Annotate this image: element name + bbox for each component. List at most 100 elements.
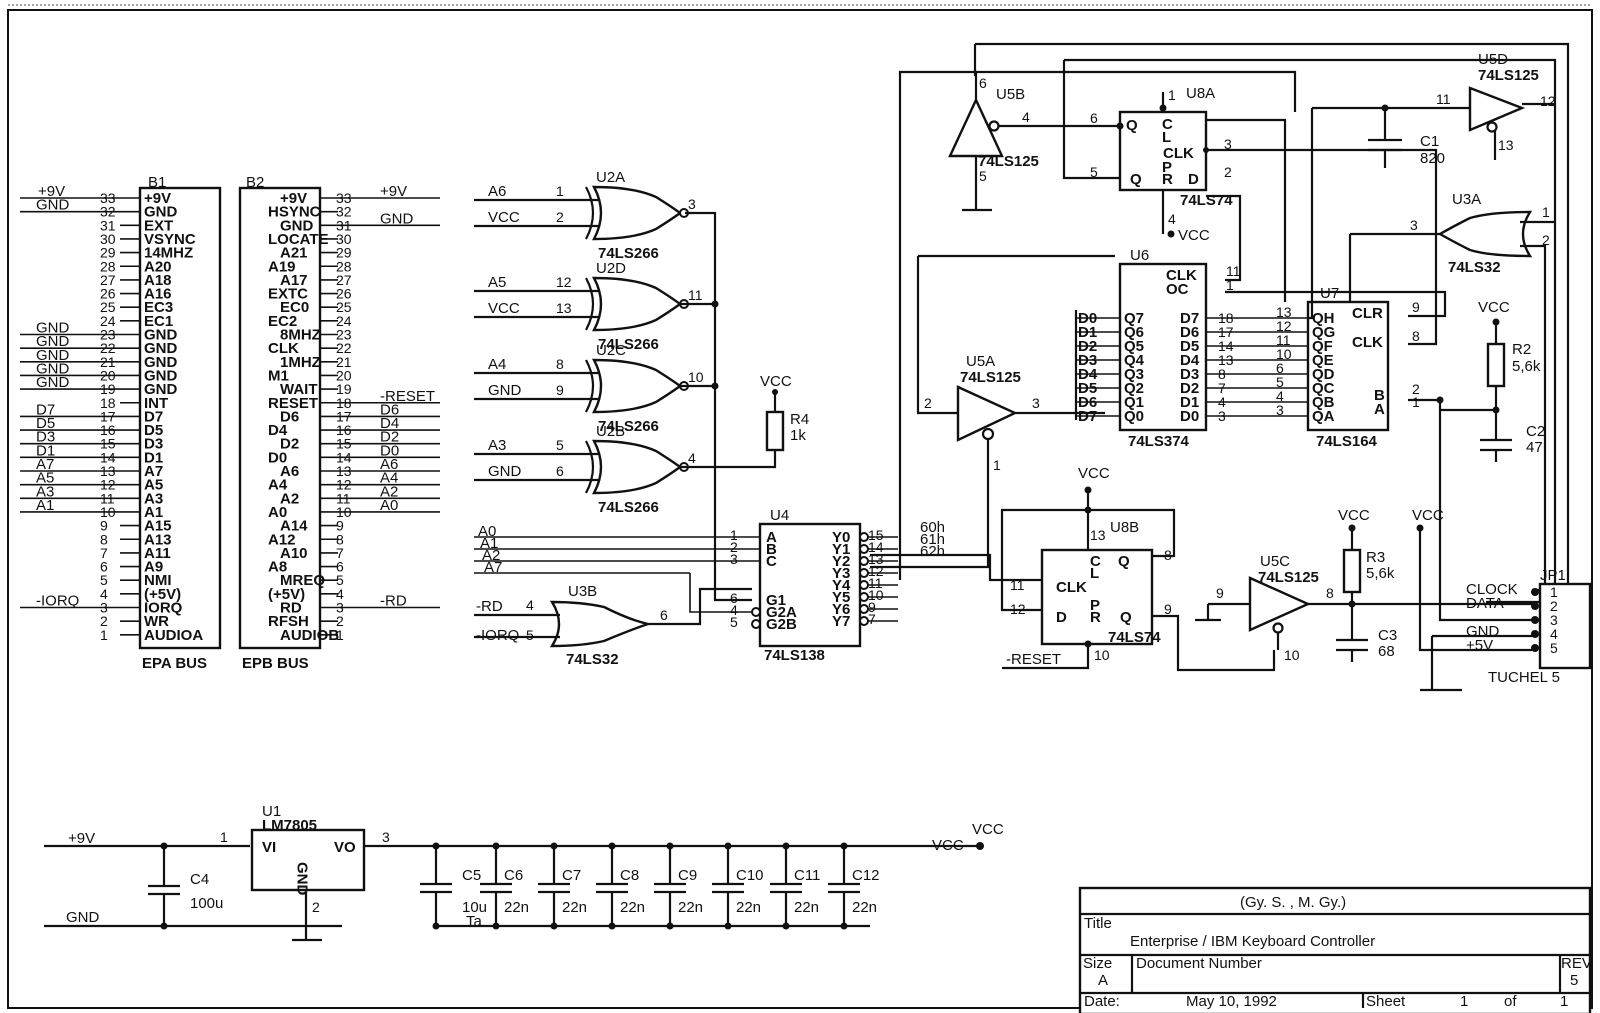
u3b-pin-a: 4 xyxy=(526,597,534,613)
b1-pin-number: 30 xyxy=(100,231,116,247)
xnor-u2a-pin-out: 3 xyxy=(688,196,696,212)
bypass-cap-ref: C9 xyxy=(678,867,697,884)
u6-q-label: Q4 xyxy=(1124,352,1145,369)
u5c-pin-out: 8 xyxy=(1326,585,1334,601)
b1-pin-number: 6 xyxy=(100,559,108,575)
u1-pin2: 2 xyxy=(312,899,320,915)
b2-signal-label: D2 xyxy=(380,429,399,446)
u6-q-label: Q1 xyxy=(1124,394,1144,411)
xnor-u2b-back xyxy=(585,440,595,494)
tb-title-label: Title xyxy=(1084,915,1112,932)
b1-signal-label: GND xyxy=(36,320,70,337)
junction xyxy=(432,842,440,850)
u6-d-label: D3 xyxy=(1180,366,1199,383)
u6-d-label: D4 xyxy=(1180,352,1200,369)
b2-signal-label: -RESET xyxy=(380,388,435,405)
u4-a7-route xyxy=(689,573,752,613)
u4-output-bubble xyxy=(859,580,869,590)
b2-pin-name: MREQ xyxy=(280,572,325,589)
c4-value: 100u xyxy=(190,895,223,912)
jp1-signal-label: GND xyxy=(1466,623,1500,640)
u5b-pin-oe: 4 xyxy=(1022,109,1030,125)
b2-pin-number: 8 xyxy=(336,531,344,547)
u4-output-pin: 10 xyxy=(868,587,884,603)
bypass-cap-value: 22n xyxy=(794,899,819,916)
c1-ref: C1 xyxy=(1420,133,1439,150)
xnor-u2b-in2-label: GND xyxy=(488,463,522,480)
u5d-oe-bubble xyxy=(1486,121,1498,133)
u8b-r: R xyxy=(1090,609,1101,626)
u6-d-label: D6 xyxy=(1180,324,1199,341)
u5a-type: 74LS125 xyxy=(960,369,1021,386)
xnor-u2c-pin2: 9 xyxy=(556,382,564,398)
b1-pin-name: IORQ xyxy=(144,600,183,617)
junction xyxy=(1348,600,1356,608)
connector-b2: B2 EPB BUS 33+9V32HSYNC31GND30LOCATE29A2… xyxy=(238,174,440,672)
bypass-cap-ref: C11 xyxy=(794,867,820,884)
u6-d-label: D0 xyxy=(1180,408,1199,425)
u7-q-pin: 11 xyxy=(1276,332,1291,348)
junction xyxy=(782,922,790,930)
junction xyxy=(724,922,732,930)
u4-output-label: Y6 xyxy=(832,601,850,618)
ps-gnd-label: GND xyxy=(66,909,100,926)
u4-output-pin: 11 xyxy=(868,575,883,591)
b2-pin-name: A8 xyxy=(268,559,287,576)
b2-pin-name: HSYNC xyxy=(268,204,321,221)
b1-signal-label: D3 xyxy=(36,429,55,446)
jp1-ref: JP1 xyxy=(1540,567,1566,584)
u7-b: B xyxy=(1374,387,1385,404)
b1-signal-label: D5 xyxy=(36,415,55,432)
u5d-pin-oe: 13 xyxy=(1498,137,1514,153)
wire-top-u5b-right xyxy=(976,70,1297,112)
b2-pin-name: D6 xyxy=(280,408,299,425)
u8a-c: C xyxy=(1162,116,1173,133)
b2-pin-name: A14 xyxy=(280,518,308,535)
b1-pin-number: 18 xyxy=(100,395,116,411)
bypass-cap-symbol xyxy=(654,846,686,926)
u6-type: 74LS374 xyxy=(1128,433,1190,450)
u8b-l: L xyxy=(1090,565,1099,582)
b1-pin-name: A3 xyxy=(144,490,163,507)
u5a-oe-wire xyxy=(870,430,990,569)
u7-clk-pin: 8 xyxy=(1412,328,1420,344)
bypass-cap-value: 22n xyxy=(736,899,761,916)
xnor-u2d-pin-out: 11 xyxy=(688,287,703,303)
u5a-oe-bubble xyxy=(981,427,995,441)
b1-pin-name: EXT xyxy=(144,217,173,234)
junction xyxy=(608,922,616,930)
u7-q-label: QG xyxy=(1312,324,1335,341)
jp1-pin-number: 3 xyxy=(1550,612,1558,628)
jp1-pin-dot xyxy=(1531,588,1539,596)
u8b-q-wire xyxy=(1152,614,1276,672)
connector-b1-left-wires: +9VGNDGNDGNDGNDGNDGNDD7D5D3D1A7A5A3A1-IO… xyxy=(20,183,120,610)
u5c-type: 74LS125 xyxy=(1258,569,1319,586)
u7-clr: CLR xyxy=(1352,305,1383,322)
b2-pin-number: 5 xyxy=(336,572,344,588)
junction xyxy=(550,842,558,850)
bypass-cap-symbol xyxy=(596,846,628,926)
junction xyxy=(782,842,790,850)
u8a-pin2: 2 xyxy=(1224,164,1232,180)
b2-pin-name: AUDIOB xyxy=(280,627,339,644)
b1-pin-number: 28 xyxy=(100,258,116,274)
b2-pin-number: 9 xyxy=(336,518,344,534)
xnor-u2a-ref: U2A xyxy=(596,169,625,186)
u7-q-label: QB xyxy=(1312,394,1335,411)
u7-body xyxy=(1306,300,1390,432)
wire-u5d-in xyxy=(1308,108,1314,320)
u4-output-bubble xyxy=(859,544,869,554)
u4-address-label: A0 xyxy=(478,523,496,540)
u5d-pin-out: 12 xyxy=(1540,93,1556,109)
xnor-u2d-body xyxy=(591,276,683,332)
bypass-cap-symbol xyxy=(480,846,512,926)
u5b-ref: U5B xyxy=(996,86,1025,103)
b1-signal-label: GND xyxy=(36,333,70,350)
u1-gnd-wire xyxy=(292,890,322,942)
tb-of-label: of xyxy=(1504,993,1517,1010)
u1-ref: U1 xyxy=(262,803,281,820)
xnor-u2c-in1-label: A4 xyxy=(488,356,506,373)
